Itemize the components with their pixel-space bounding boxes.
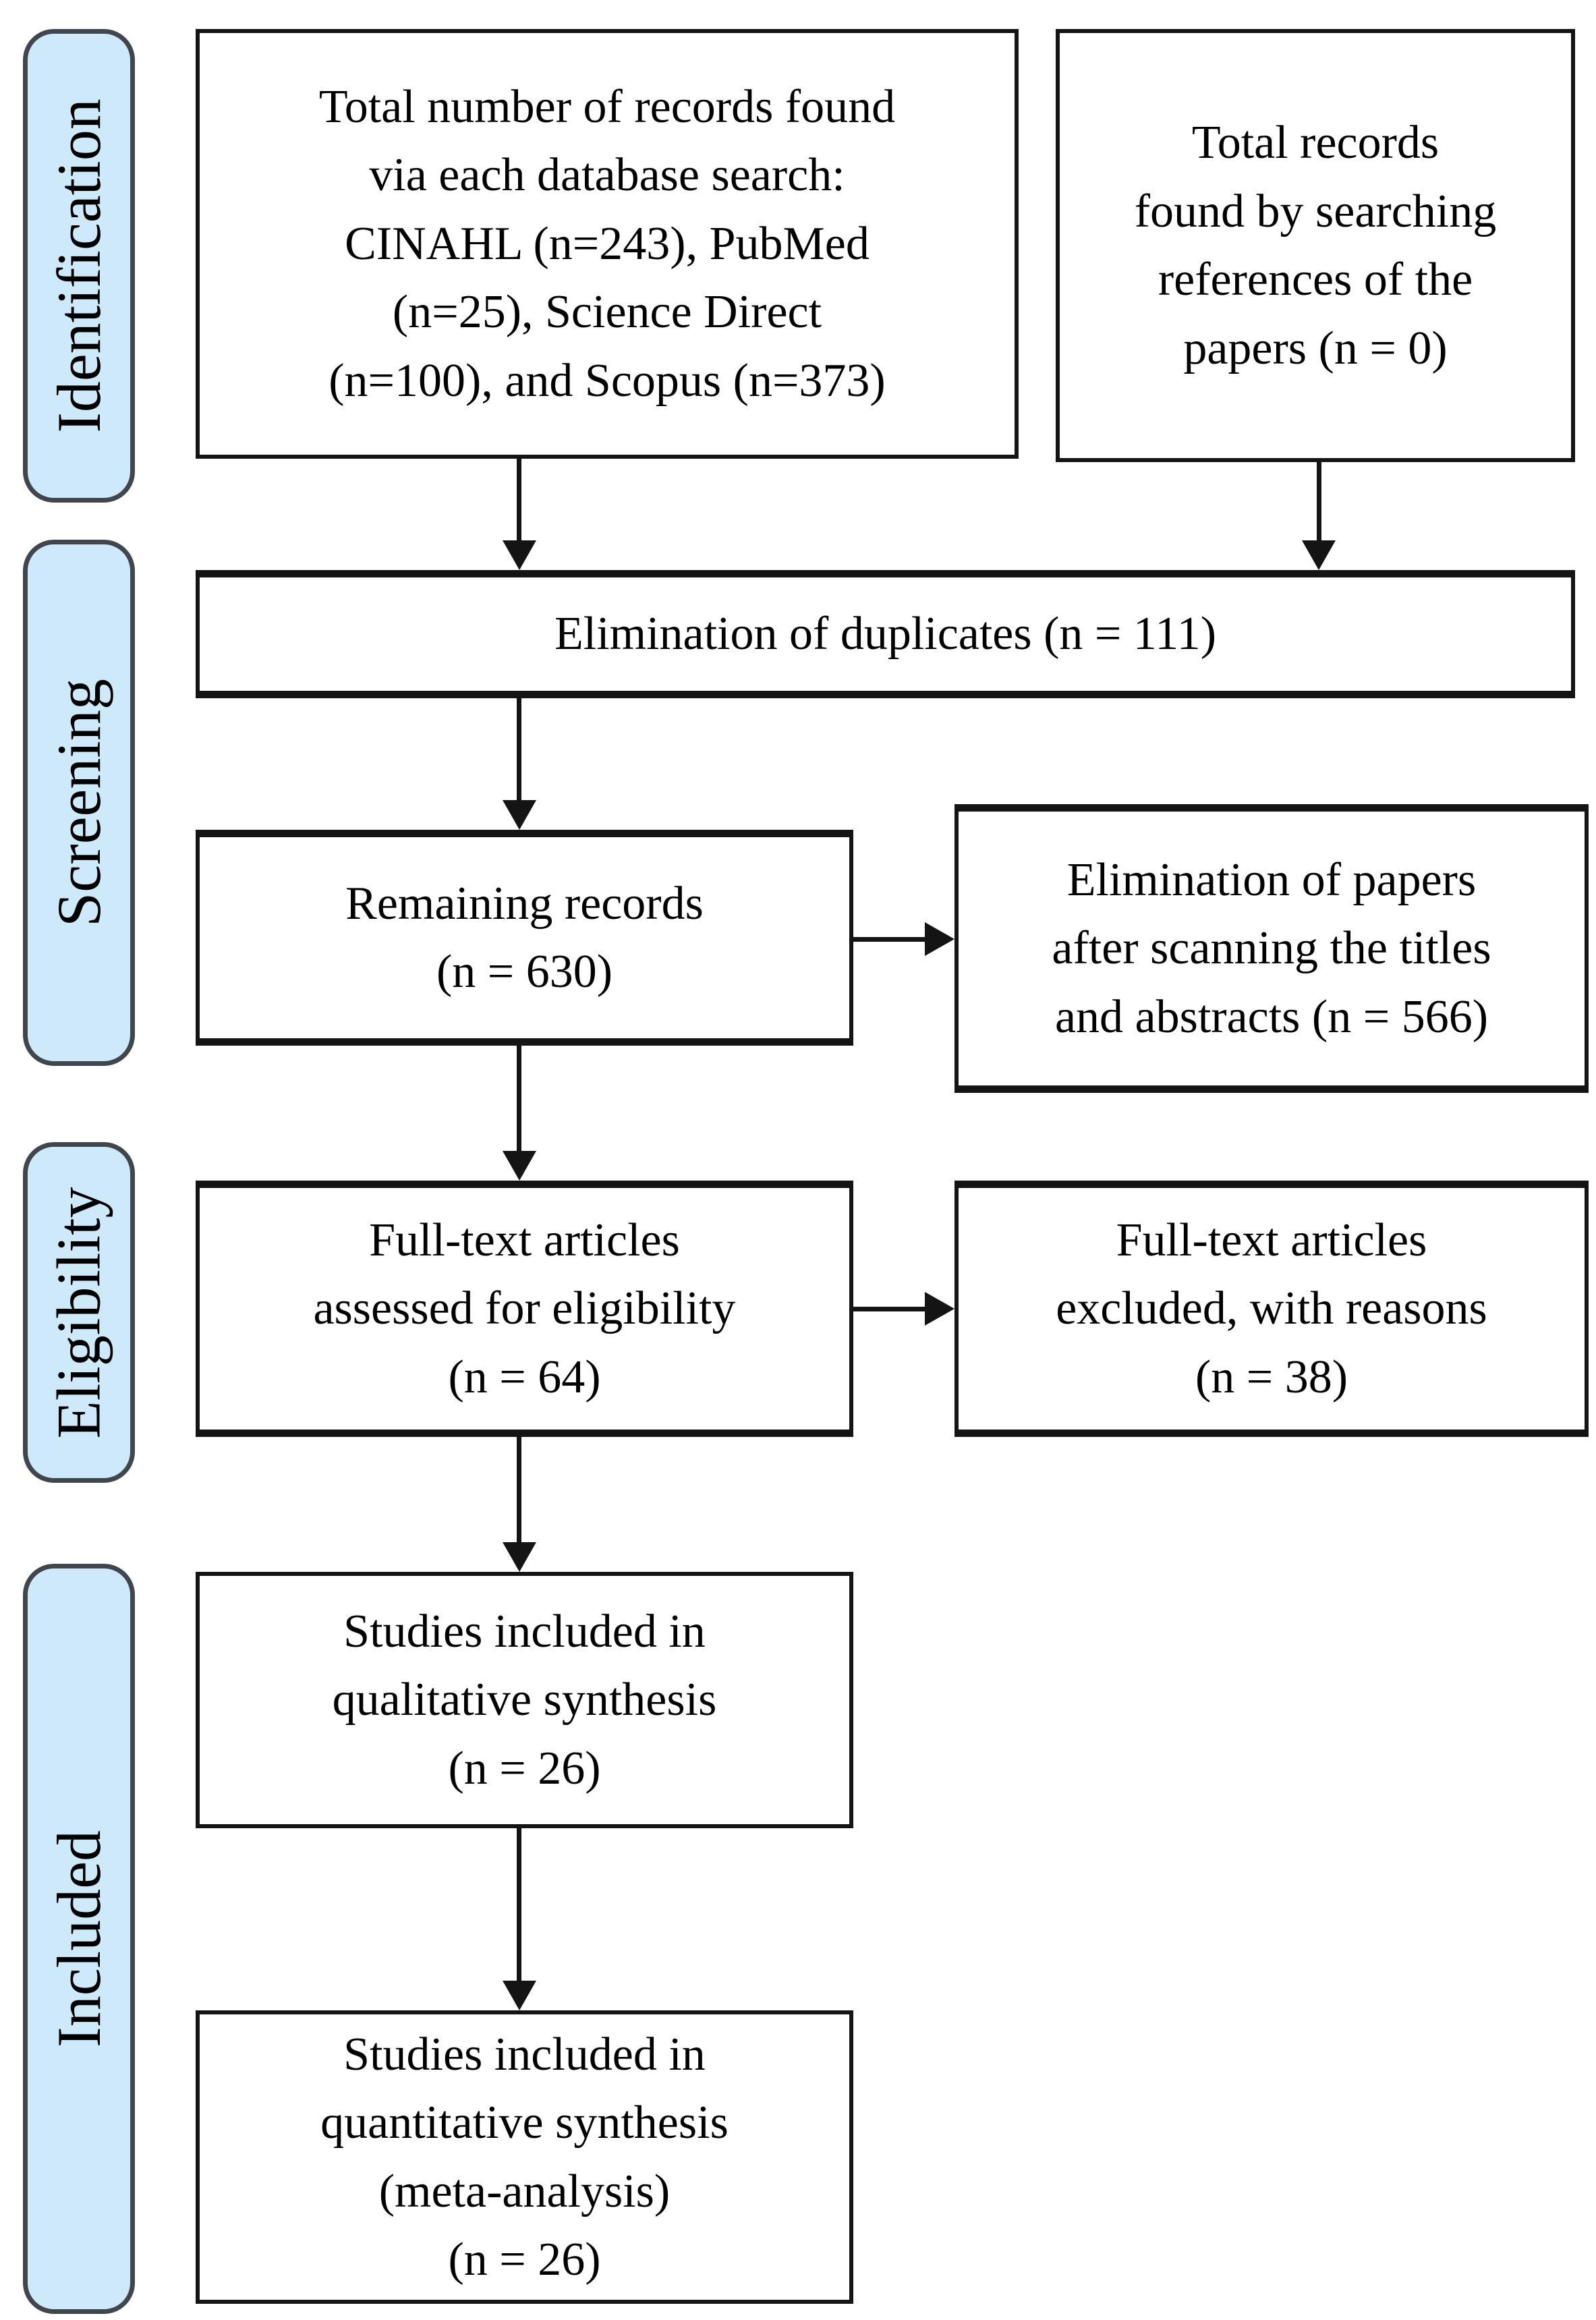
box-fulltext-assessed: Full-text articles assessed for eligibil… [196,1181,853,1437]
stage-identification: Identification [23,29,135,503]
box-fulltext-excluded: Full-text articles excluded, with reason… [954,1181,1589,1437]
box-reference-records: Total records found by searching referen… [1056,29,1575,462]
arrow-references-to-duplicates-head [1302,540,1336,570]
box-qualitative-synthesis-text: Studies included in qualitative synthesi… [332,1605,717,1794]
arrow-fulltext-to-qualitative-shaft [517,1437,521,1542]
box-qualitative-synthesis: Studies included in qualitative synthesi… [196,1572,853,1828]
arrow-duplicates-to-remaining-shaft [517,698,521,800]
arrow-records-to-duplicates-head [503,540,536,570]
stage-eligibility-label: Eligibility [45,1186,113,1439]
box-fulltext-excluded-text: Full-text articles excluded, with reason… [1056,1214,1487,1403]
arrow-qualitative-to-quantitative-head [503,1981,536,2010]
arrow-remaining-to-fulltext-head [503,1151,536,1181]
arrow-remaining-to-fulltext-shaft [517,1046,521,1151]
box-remaining-records: Remaining records (n = 630) [196,830,853,1046]
stage-screening: Screening [23,540,135,1066]
stage-screening-label: Screening [45,679,113,927]
arrow-remaining-to-excluded-head [925,922,954,956]
box-quantitative-synthesis: Studies included in quantitative synthes… [196,2010,853,2304]
box-title-abstract-excluded: Elimination of papers after scanning the… [954,804,1589,1093]
box-title-abstract-excluded-text: Elimination of papers after scanning the… [1052,853,1491,1043]
box-duplicates-eliminated-text: Elimination of duplicates (n = 111) [554,608,1217,660]
stage-included-label: Included [45,1830,113,2047]
stage-eligibility: Eligibility [23,1142,135,1483]
box-remaining-records-text: Remaining records (n = 630) [345,877,704,998]
box-records-found-text: Total number of records found via each d… [318,80,896,407]
box-records-found: Total number of records found via each d… [196,29,1019,459]
arrow-remaining-to-excluded-shaft [853,937,925,942]
arrow-records-to-duplicates-shaft [517,459,521,540]
arrow-fulltext-to-excluded-shaft [853,1307,925,1311]
box-fulltext-assessed-text: Full-text articles assessed for eligibil… [313,1214,736,1403]
box-quantitative-synthesis-text: Studies included in quantitative synthes… [320,2028,729,2286]
arrow-fulltext-to-excluded-head [925,1292,954,1326]
stage-identification-label: Identification [45,98,114,433]
box-duplicates-eliminated: Elimination of duplicates (n = 111) [196,570,1575,698]
stage-included: Included [23,1564,135,2314]
box-reference-records-text: Total records found by searching referen… [1134,117,1497,374]
arrow-fulltext-to-qualitative-head [503,1542,536,1572]
arrow-qualitative-to-quantitative-shaft [517,1828,521,1981]
arrow-duplicates-to-remaining-head [503,800,536,830]
arrow-references-to-duplicates-shaft [1317,462,1321,540]
